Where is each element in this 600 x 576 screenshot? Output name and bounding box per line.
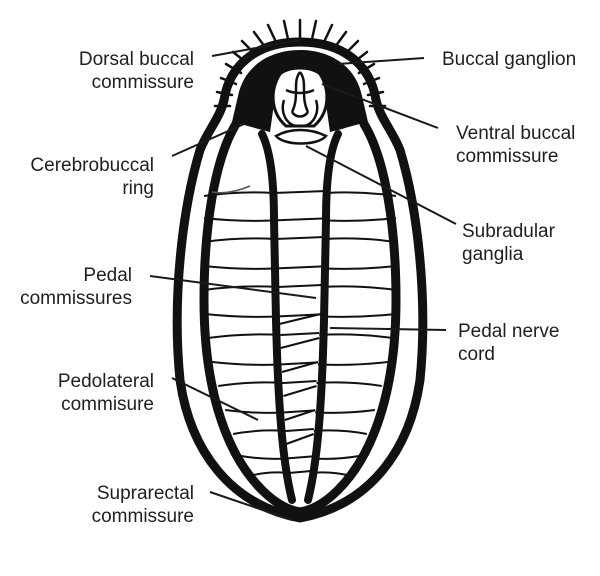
pedal-commissure-diagonal	[285, 433, 315, 445]
head-bristles	[213, 18, 387, 108]
lateral-commissure	[203, 265, 277, 270]
leader-lines	[149, 39, 457, 521]
pedal-commissure	[280, 332, 320, 336]
label-pedal-commissures: Pedal commissures	[20, 265, 132, 309]
leader-suprarectal	[209, 491, 293, 521]
label-buccal-ganglion: Buccal ganglion	[442, 49, 577, 70]
leader-buccal-ganglion	[337, 57, 425, 65]
pedal-commissure-diagonal	[280, 337, 320, 349]
label-cerebrobuccal-ring: Cerebrobuccal ring	[30, 155, 154, 199]
cerebral-ring	[232, 50, 368, 132]
label-subradular-ganglia: Subradular ganglia	[462, 221, 555, 265]
label-suprarectal-commissure: Suprarectal commissure	[91, 483, 194, 527]
subradular-area	[274, 128, 328, 145]
pedal-commissure-diagonal	[283, 385, 317, 397]
pedal-commissure	[287, 455, 313, 460]
left-pedal-cord	[258, 130, 296, 504]
leader-pedolateral	[171, 377, 259, 421]
pedal-commissure	[283, 380, 317, 384]
leader-pedal-nerve-cord	[329, 327, 447, 331]
lateral-commissure	[203, 285, 279, 291]
leader-pedal-commissures	[149, 275, 317, 299]
pedal-commissure	[286, 428, 314, 432]
pedal-commissure	[275, 236, 325, 240]
pedal-commissure	[288, 470, 312, 474]
buccal-ganglia-lines	[281, 71, 319, 128]
pedal-commissure-diagonal	[279, 313, 321, 325]
pedal-commissure	[273, 190, 327, 194]
buccal-mass	[271, 66, 329, 128]
shading-line	[211, 185, 251, 194]
lateral-commissure	[323, 265, 397, 270]
label-ventral-buccal-commissure: Ventral buccal commissure	[456, 123, 576, 167]
leader-cerebrobuccal	[171, 123, 245, 157]
pedal-commissure-diagonal	[284, 409, 316, 421]
label-pedolateral-commisure: Pedolateral commisure	[57, 371, 154, 415]
label-dorsal-buccal-commissure: Dorsal buccal commissure	[78, 49, 194, 93]
left-lateral-cord	[199, 119, 305, 517]
label-pedal-nerve-cord: Pedal nerve cord	[458, 321, 560, 365]
pedal-commissure-diagonal	[281, 361, 319, 373]
leader-ventral-buccal	[321, 83, 439, 129]
pedal-commissure	[273, 217, 327, 222]
leader-subradular	[305, 145, 457, 225]
leader-dorsal-buccal	[211, 39, 301, 57]
pedal-commissure	[277, 284, 323, 288]
pedal-commissure	[276, 265, 324, 270]
body-outline	[172, 37, 428, 523]
lateral-commissure	[321, 285, 397, 291]
